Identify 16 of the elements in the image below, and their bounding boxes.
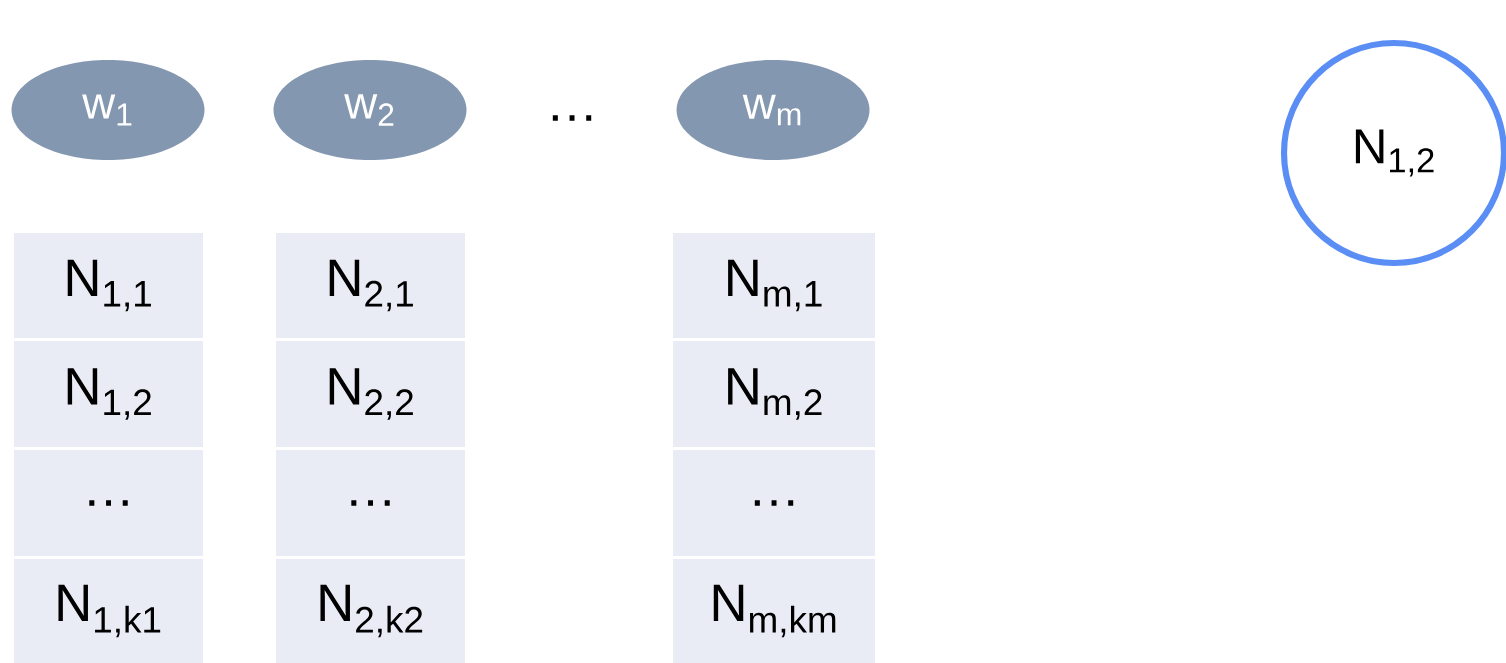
- ellipse-node: w$_{m}$: [676, 60, 870, 160]
- table-cell: N$_{2,1}$: [276, 233, 465, 338]
- table-cell: N$_{m,1}$: [673, 233, 875, 338]
- table-cell: N$_{m,2}$: [673, 341, 875, 447]
- table-cell: …: [14, 450, 203, 556]
- ellipse-node: w$_{2}$: [273, 60, 467, 160]
- table-cell: N$_{2,k2}$: [276, 559, 465, 663]
- table-cell: N$_{m,km}$: [673, 559, 875, 663]
- table-cell: …: [673, 450, 875, 556]
- ellipsis-label: …: [552, 115, 592, 121]
- table-cell: …: [276, 450, 465, 556]
- ellipse-node: w$_{1}$: [11, 60, 205, 160]
- table-cell: N$_{2,2}$: [276, 341, 465, 447]
- table-cell: N$_{1,1}$: [14, 233, 203, 338]
- table-cell: N$_{1,k1}$: [14, 559, 203, 663]
- table-cell: N$_{1,2}$: [14, 341, 203, 447]
